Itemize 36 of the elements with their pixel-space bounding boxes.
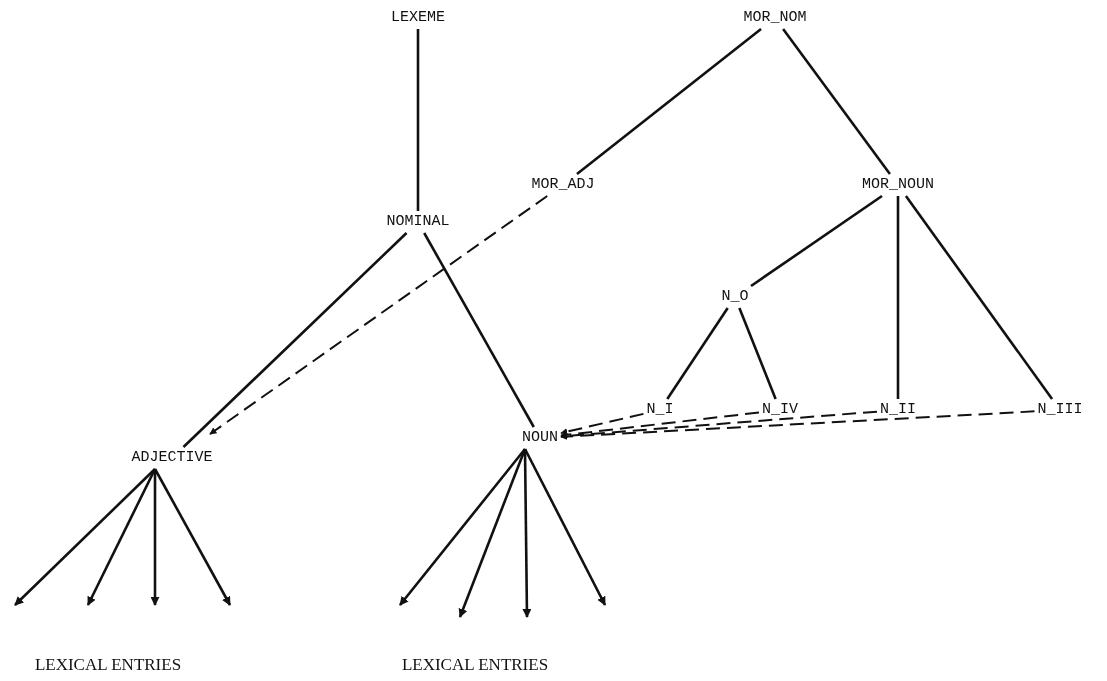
node-label: NOUN: [519, 427, 561, 449]
dashed-arrow: [560, 412, 645, 436]
arrow: [150, 469, 160, 606]
connector-line: [750, 194, 883, 288]
connector-line: [738, 307, 777, 400]
connector-line: [423, 232, 535, 428]
node-label: MOR_NOUN: [859, 174, 937, 196]
node-label: N_I: [643, 399, 677, 421]
connector-line: [782, 28, 891, 175]
arrow: [523, 448, 607, 606]
arrow: [458, 448, 527, 618]
group-label: LEXICAL ENTRIES: [34, 655, 182, 675]
node-label: NOMINAL: [383, 211, 453, 233]
arrow: [522, 449, 532, 618]
node-label: ADJECTIVE: [128, 447, 216, 469]
connector-line: [904, 195, 1054, 400]
connector-line: [896, 196, 900, 399]
node-label: N_O: [718, 286, 752, 308]
connector-line: [416, 29, 420, 211]
arrow: [86, 468, 157, 606]
connector-line: [576, 27, 762, 176]
node-label: LEXEME: [388, 7, 448, 29]
connector-line: [666, 307, 729, 400]
node-label: MOR_ADJ: [528, 174, 598, 196]
node-label: MOR_NOM: [740, 7, 810, 29]
arrow: [399, 448, 526, 606]
dashed-arrow: [560, 411, 760, 439]
dashed-arrow: [209, 195, 549, 435]
group-label: LEXICAL ENTRIES: [401, 655, 549, 675]
node-label: N_II: [877, 399, 919, 421]
node-label: N_IV: [759, 399, 801, 421]
dashed-arrow: [560, 410, 1036, 441]
arrow: [14, 468, 156, 606]
connector-line: [182, 232, 408, 448]
node-label: N_III: [1034, 399, 1086, 421]
arrow: [153, 468, 232, 606]
